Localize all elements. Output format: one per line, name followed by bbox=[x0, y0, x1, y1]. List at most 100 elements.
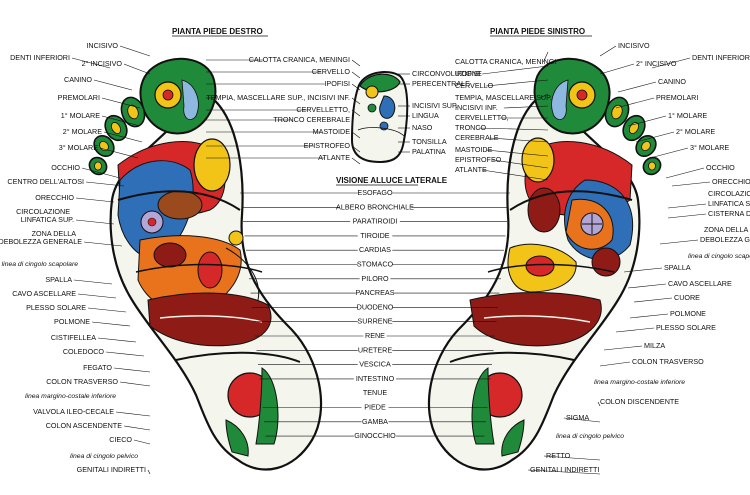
left-foot-top-label-7: CEREBRALE bbox=[455, 133, 499, 142]
left-label-0: DENTI INFERIORI bbox=[10, 53, 70, 62]
right-leader-11 bbox=[667, 203, 707, 209]
rt-leader-7 bbox=[351, 145, 361, 153]
center-label-5: STOMACO bbox=[357, 260, 394, 269]
toe-label-2: INCISIVI SUP. bbox=[412, 101, 458, 110]
right-foot-top-label-8: ATLANTE bbox=[318, 153, 350, 162]
right-label-28: GENITALI INDIRETTI bbox=[530, 465, 599, 474]
left-leader-7 bbox=[99, 147, 139, 159]
left-label-22: FEGATO bbox=[83, 363, 112, 372]
left-leader-0 bbox=[71, 57, 111, 69]
left-label-15: linea di cingolo scapolare bbox=[2, 261, 79, 268]
left-leader-1 bbox=[119, 45, 151, 57]
left-leader-4 bbox=[101, 97, 141, 109]
lateral-toe-view bbox=[350, 71, 409, 164]
right-label-7: 3° MOLARE bbox=[690, 143, 729, 152]
left-label-17: CAVO ASCELLARE bbox=[12, 289, 76, 298]
lt-leader-6 bbox=[478, 127, 549, 131]
right-colon-zone bbox=[147, 292, 272, 347]
right-label-17: CAVO ASCELLARE bbox=[668, 279, 732, 288]
right-leader-8 bbox=[665, 167, 705, 179]
right-foot-top-label-4: CERVELLETTO, bbox=[296, 105, 350, 114]
right-leader-1 bbox=[651, 57, 691, 69]
right-leader-25 bbox=[563, 417, 601, 423]
left-leader-21 bbox=[105, 351, 145, 357]
right-leader-22 bbox=[599, 361, 631, 367]
right-label-20: PLESSO SOLARE bbox=[656, 323, 716, 332]
left-spleen-zone bbox=[591, 247, 621, 277]
lt-leader-3 bbox=[539, 93, 549, 99]
right-label-14: DEBOLEZZA GENERALE bbox=[700, 235, 750, 244]
left-leader-29 bbox=[147, 469, 151, 475]
left-leader-3 bbox=[93, 79, 133, 91]
center-label-1: ALBERO BRONCHIALE bbox=[336, 202, 414, 211]
left-label-1: INCISIVO bbox=[86, 41, 118, 50]
center-label-11: URETERE bbox=[358, 345, 393, 354]
right-label-12: CISTERNA DEL PEQUET bbox=[708, 209, 750, 218]
right-leader-21 bbox=[603, 345, 643, 351]
left-label-13: ZONA DELLA bbox=[32, 229, 77, 238]
right-foot bbox=[88, 57, 323, 471]
header-lateral-view: VISIONE ALLUCE LATERALE bbox=[336, 176, 448, 185]
right-label-24: COLON DISCENDENTE bbox=[600, 397, 679, 406]
right-foot-top-label-2: IPOFISI bbox=[324, 79, 350, 88]
toe-label-6: PALATINA bbox=[412, 147, 446, 156]
left-foot-top-label-4: INCISIVI INF. bbox=[455, 103, 498, 112]
right-label-6: 2° MOLARE bbox=[676, 127, 715, 136]
right-leader-27 bbox=[543, 455, 601, 461]
header-right-foot: PIANTA PIEDE DESTRO bbox=[172, 27, 263, 36]
right-leader-4 bbox=[615, 97, 655, 109]
right-foot-top-label-1: CERVELLO bbox=[312, 67, 351, 76]
left-colon-zone bbox=[469, 292, 602, 347]
right-leader-12 bbox=[667, 213, 707, 219]
right-label-0: INCISIVO bbox=[618, 41, 650, 50]
lt-leader-10 bbox=[482, 169, 549, 181]
left-label-16: SPALLA bbox=[45, 275, 72, 284]
right-label-22: COLON TRASVERSO bbox=[632, 357, 704, 366]
right-label-16: SPALLA bbox=[664, 263, 691, 272]
left-label-20: CISTIFELLEA bbox=[51, 333, 96, 342]
left-leader-14 bbox=[83, 241, 123, 247]
left-leader-22 bbox=[113, 367, 151, 373]
right-foot-top-label-5: TRONCO CEREBRALE bbox=[273, 115, 350, 124]
left-foot-top-label-2: CERVELLO bbox=[455, 81, 494, 90]
center-label-17: GINOCCHIO bbox=[354, 431, 396, 440]
left-label-9: CENTRO DELL'ALTOSI bbox=[7, 177, 84, 186]
left-foot bbox=[427, 57, 662, 471]
left-foot-top-label-0: CALOTTA CRANICA, MENINGI bbox=[455, 57, 556, 66]
right-label-19: POLMONE bbox=[670, 309, 706, 318]
right-leader-24 bbox=[597, 401, 601, 407]
left-foot-top-label-6: TRONCO bbox=[455, 123, 487, 132]
right-label-18: CUORE bbox=[674, 293, 700, 302]
left-leader-6 bbox=[103, 131, 143, 143]
right-foot-top-label-7: EPISTROFEO bbox=[304, 141, 351, 150]
right-label-11: LINFATICA SUP. bbox=[708, 199, 750, 208]
lt-leader-1 bbox=[482, 65, 549, 75]
center-label-13: INTESTINO bbox=[356, 374, 395, 383]
left-leader-25 bbox=[115, 411, 151, 417]
center-label-7: PANCREAS bbox=[355, 288, 394, 297]
right-label-10: CIRCOLAZIONE bbox=[708, 189, 750, 198]
right-label-15: linea di cingolo scapolare bbox=[688, 253, 750, 260]
left-foot-top-label-5: CERVELLETTO, bbox=[455, 113, 509, 122]
right-leader-16 bbox=[623, 267, 663, 273]
left-foot-top-label-8: MASTOIDE bbox=[455, 145, 493, 154]
right-leader-9 bbox=[671, 181, 711, 187]
left-label-12: LINFATICA SUP. bbox=[21, 215, 74, 224]
rt-leader-4 bbox=[351, 109, 361, 117]
right-foot-top-label-3: TEMPIA, MASCELLARE SUP., INCISIVI INF. bbox=[206, 93, 350, 102]
left-label-24: linea margino-costale inferiore bbox=[25, 393, 116, 400]
rt-leader-8 bbox=[351, 157, 361, 165]
lt-leader-9 bbox=[492, 159, 549, 169]
center-label-3: TIROIDE bbox=[360, 231, 389, 240]
center-label-2: PARATIROIDI bbox=[353, 217, 398, 226]
left-leader-5 bbox=[101, 115, 141, 127]
right-label-23: linea margino-costale inferiore bbox=[594, 379, 685, 386]
center-label-12: VESCICA bbox=[359, 360, 391, 369]
lt-leader-0 bbox=[543, 51, 549, 63]
lt-leader-8 bbox=[485, 149, 549, 157]
right-leader-19 bbox=[629, 313, 669, 319]
right-leader-0 bbox=[599, 45, 617, 57]
right-toe-red-spot bbox=[162, 89, 174, 101]
left-label-6: 2° MOLARE bbox=[63, 127, 102, 136]
